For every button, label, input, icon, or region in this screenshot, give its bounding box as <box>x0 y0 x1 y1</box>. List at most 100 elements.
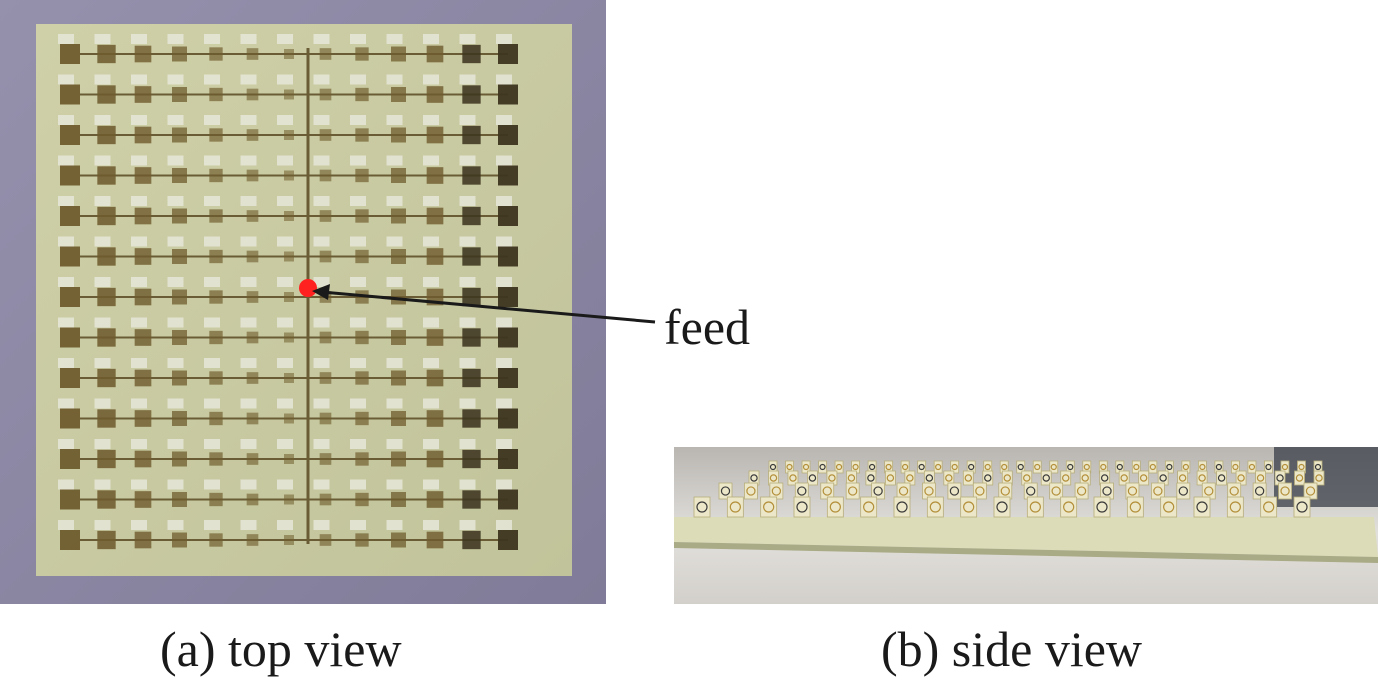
side-element <box>1294 470 1305 486</box>
patch-element <box>462 44 481 64</box>
side-element <box>1260 496 1278 518</box>
element-substrate <box>277 317 293 328</box>
patch-element <box>97 449 116 469</box>
side-element-ring <box>720 486 731 496</box>
element-substrate <box>240 196 257 206</box>
side-element-ring <box>1178 486 1188 496</box>
element-substrate <box>167 358 184 368</box>
side-element <box>1060 496 1078 518</box>
patch-element <box>246 534 259 546</box>
element-substrate <box>204 479 220 490</box>
side-element-ring <box>885 463 892 471</box>
element-substrate <box>277 155 293 166</box>
element-substrate <box>423 34 439 44</box>
patch-element <box>284 89 294 100</box>
feed-point-dot <box>299 279 317 297</box>
element-substrate <box>386 115 403 125</box>
element-substrate <box>496 439 512 449</box>
patch-element <box>172 168 187 183</box>
patch-element <box>246 169 259 182</box>
side-element-ring <box>1083 463 1090 471</box>
patch-element <box>426 288 444 306</box>
side-element-ring <box>1133 463 1140 471</box>
patch-element <box>462 328 481 347</box>
element-substrate <box>350 317 366 328</box>
patch-element <box>355 128 369 142</box>
side-element-ring <box>1120 474 1128 482</box>
element-substrate <box>277 74 293 85</box>
element-substrate <box>496 317 512 328</box>
patch-element <box>60 206 80 226</box>
element-substrate <box>167 520 184 530</box>
side-element-ring <box>1256 474 1265 482</box>
element-substrate <box>204 155 220 166</box>
side-element-ring <box>1182 463 1189 471</box>
side-element <box>1231 460 1240 474</box>
patch-element <box>209 249 223 264</box>
patch-element <box>60 449 80 469</box>
side-element-ring <box>935 463 942 471</box>
patch-element <box>319 372 332 384</box>
side-element <box>1160 496 1178 518</box>
element-substrate <box>94 196 111 206</box>
side-element-ring <box>1029 501 1041 513</box>
patch-element <box>172 46 187 62</box>
element-substrate <box>459 34 476 44</box>
element-substrate <box>58 398 74 409</box>
element-substrate <box>386 358 403 368</box>
side-element-ring <box>949 486 960 496</box>
element-substrate <box>167 317 184 328</box>
element-substrate <box>350 439 366 449</box>
element-substrate <box>131 236 147 247</box>
side-element-ring <box>769 474 778 482</box>
patch-element <box>498 44 518 64</box>
patch-element <box>391 451 406 467</box>
element-substrate <box>277 34 293 44</box>
element-substrate <box>131 479 147 490</box>
patch-element <box>97 368 116 388</box>
element-substrate <box>496 155 512 166</box>
side-element-ring <box>808 474 817 482</box>
patch-element <box>246 48 259 60</box>
patch-element <box>319 169 332 182</box>
side-element-ring <box>1315 474 1323 482</box>
side-element <box>787 470 799 486</box>
patch-element <box>284 130 294 140</box>
patch-element <box>498 489 518 510</box>
element-substrate <box>204 439 220 449</box>
element-substrate <box>423 317 439 328</box>
element-substrate <box>386 155 403 166</box>
side-element-ring <box>929 501 941 513</box>
patch-element <box>97 409 116 428</box>
element-substrate <box>423 115 439 125</box>
patch-element <box>498 530 518 550</box>
patch-element <box>284 332 294 343</box>
side-element-rows <box>693 460 1325 518</box>
patch-element <box>97 206 116 226</box>
side-element-ring <box>835 463 843 471</box>
side-element-ring <box>771 486 782 496</box>
side-element <box>826 496 844 518</box>
patch-element <box>246 210 259 222</box>
side-element <box>1216 470 1227 486</box>
side-element-ring <box>1178 474 1187 482</box>
side-element <box>1148 460 1158 474</box>
patch-element <box>426 248 444 265</box>
side-element-ring <box>852 463 859 471</box>
patch-element <box>209 371 223 385</box>
side-element <box>917 460 927 474</box>
side-element <box>744 482 758 500</box>
patch-element <box>60 530 80 550</box>
side-element <box>818 460 827 474</box>
side-element-ring <box>848 486 858 496</box>
side-element-ring <box>1204 486 1214 496</box>
top-view-photo <box>0 0 606 604</box>
antenna-board <box>36 24 572 576</box>
antenna-element-grid <box>58 34 518 550</box>
patch-element <box>426 531 444 549</box>
side-element-ring <box>802 463 810 471</box>
side-element-ring <box>822 486 832 496</box>
patch-element <box>246 88 259 101</box>
element-substrate <box>240 74 257 85</box>
side-element-ring <box>1042 474 1050 482</box>
